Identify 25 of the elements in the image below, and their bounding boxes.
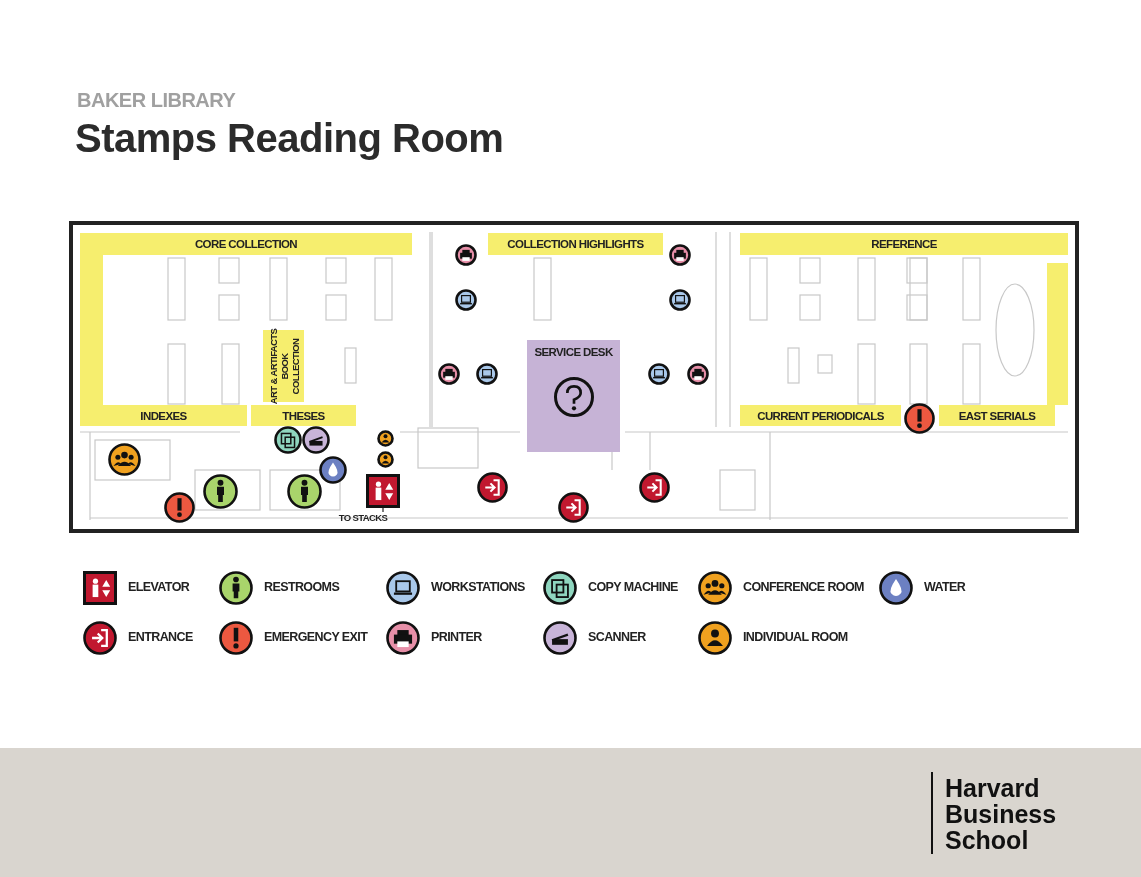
legend-label: WORKSTATIONS: [431, 580, 525, 594]
shelf-area: ART & ARTIFACTS BOOK COLLECTION: [263, 330, 304, 402]
school-name: Harvard Business School: [945, 775, 1055, 853]
legend-label: WATER: [924, 580, 966, 594]
legend-label: ENTRANCE: [128, 630, 193, 644]
shelf-area: THESES: [251, 405, 356, 426]
legend-label: SCANNER: [588, 630, 646, 644]
place-label: TO STACKS: [338, 512, 388, 526]
service-desk-area: SERVICE DESK: [527, 340, 620, 452]
shelf-area: EAST SERIALS: [939, 405, 1055, 426]
legend-label: ELEVATOR: [128, 580, 190, 594]
leader-line: [382, 507, 384, 513]
shelf-area: CORE COLLECTION: [80, 233, 412, 255]
legend-label: EMERGENCY EXIT: [264, 630, 368, 644]
title: Stamps Reading Room: [75, 116, 504, 161]
shelf-area: CURRENT PERIODICALS: [740, 405, 901, 426]
shelf-area: INDEXES: [80, 405, 247, 426]
legend-label: COPY MACHINE: [588, 580, 678, 594]
legend-label: INDIVIDUAL ROOM: [743, 630, 848, 644]
shelf-area: COLLECTION HIGHLIGHTS: [488, 233, 663, 255]
subtitle: BAKER LIBRARY: [77, 89, 236, 112]
legend-label: CONFERENCE ROOM: [743, 580, 864, 594]
legend-label: RESTROOMS: [264, 580, 340, 594]
legend-label: PRINTER: [431, 630, 482, 644]
shelf-area: REFERENCE: [740, 233, 1068, 255]
